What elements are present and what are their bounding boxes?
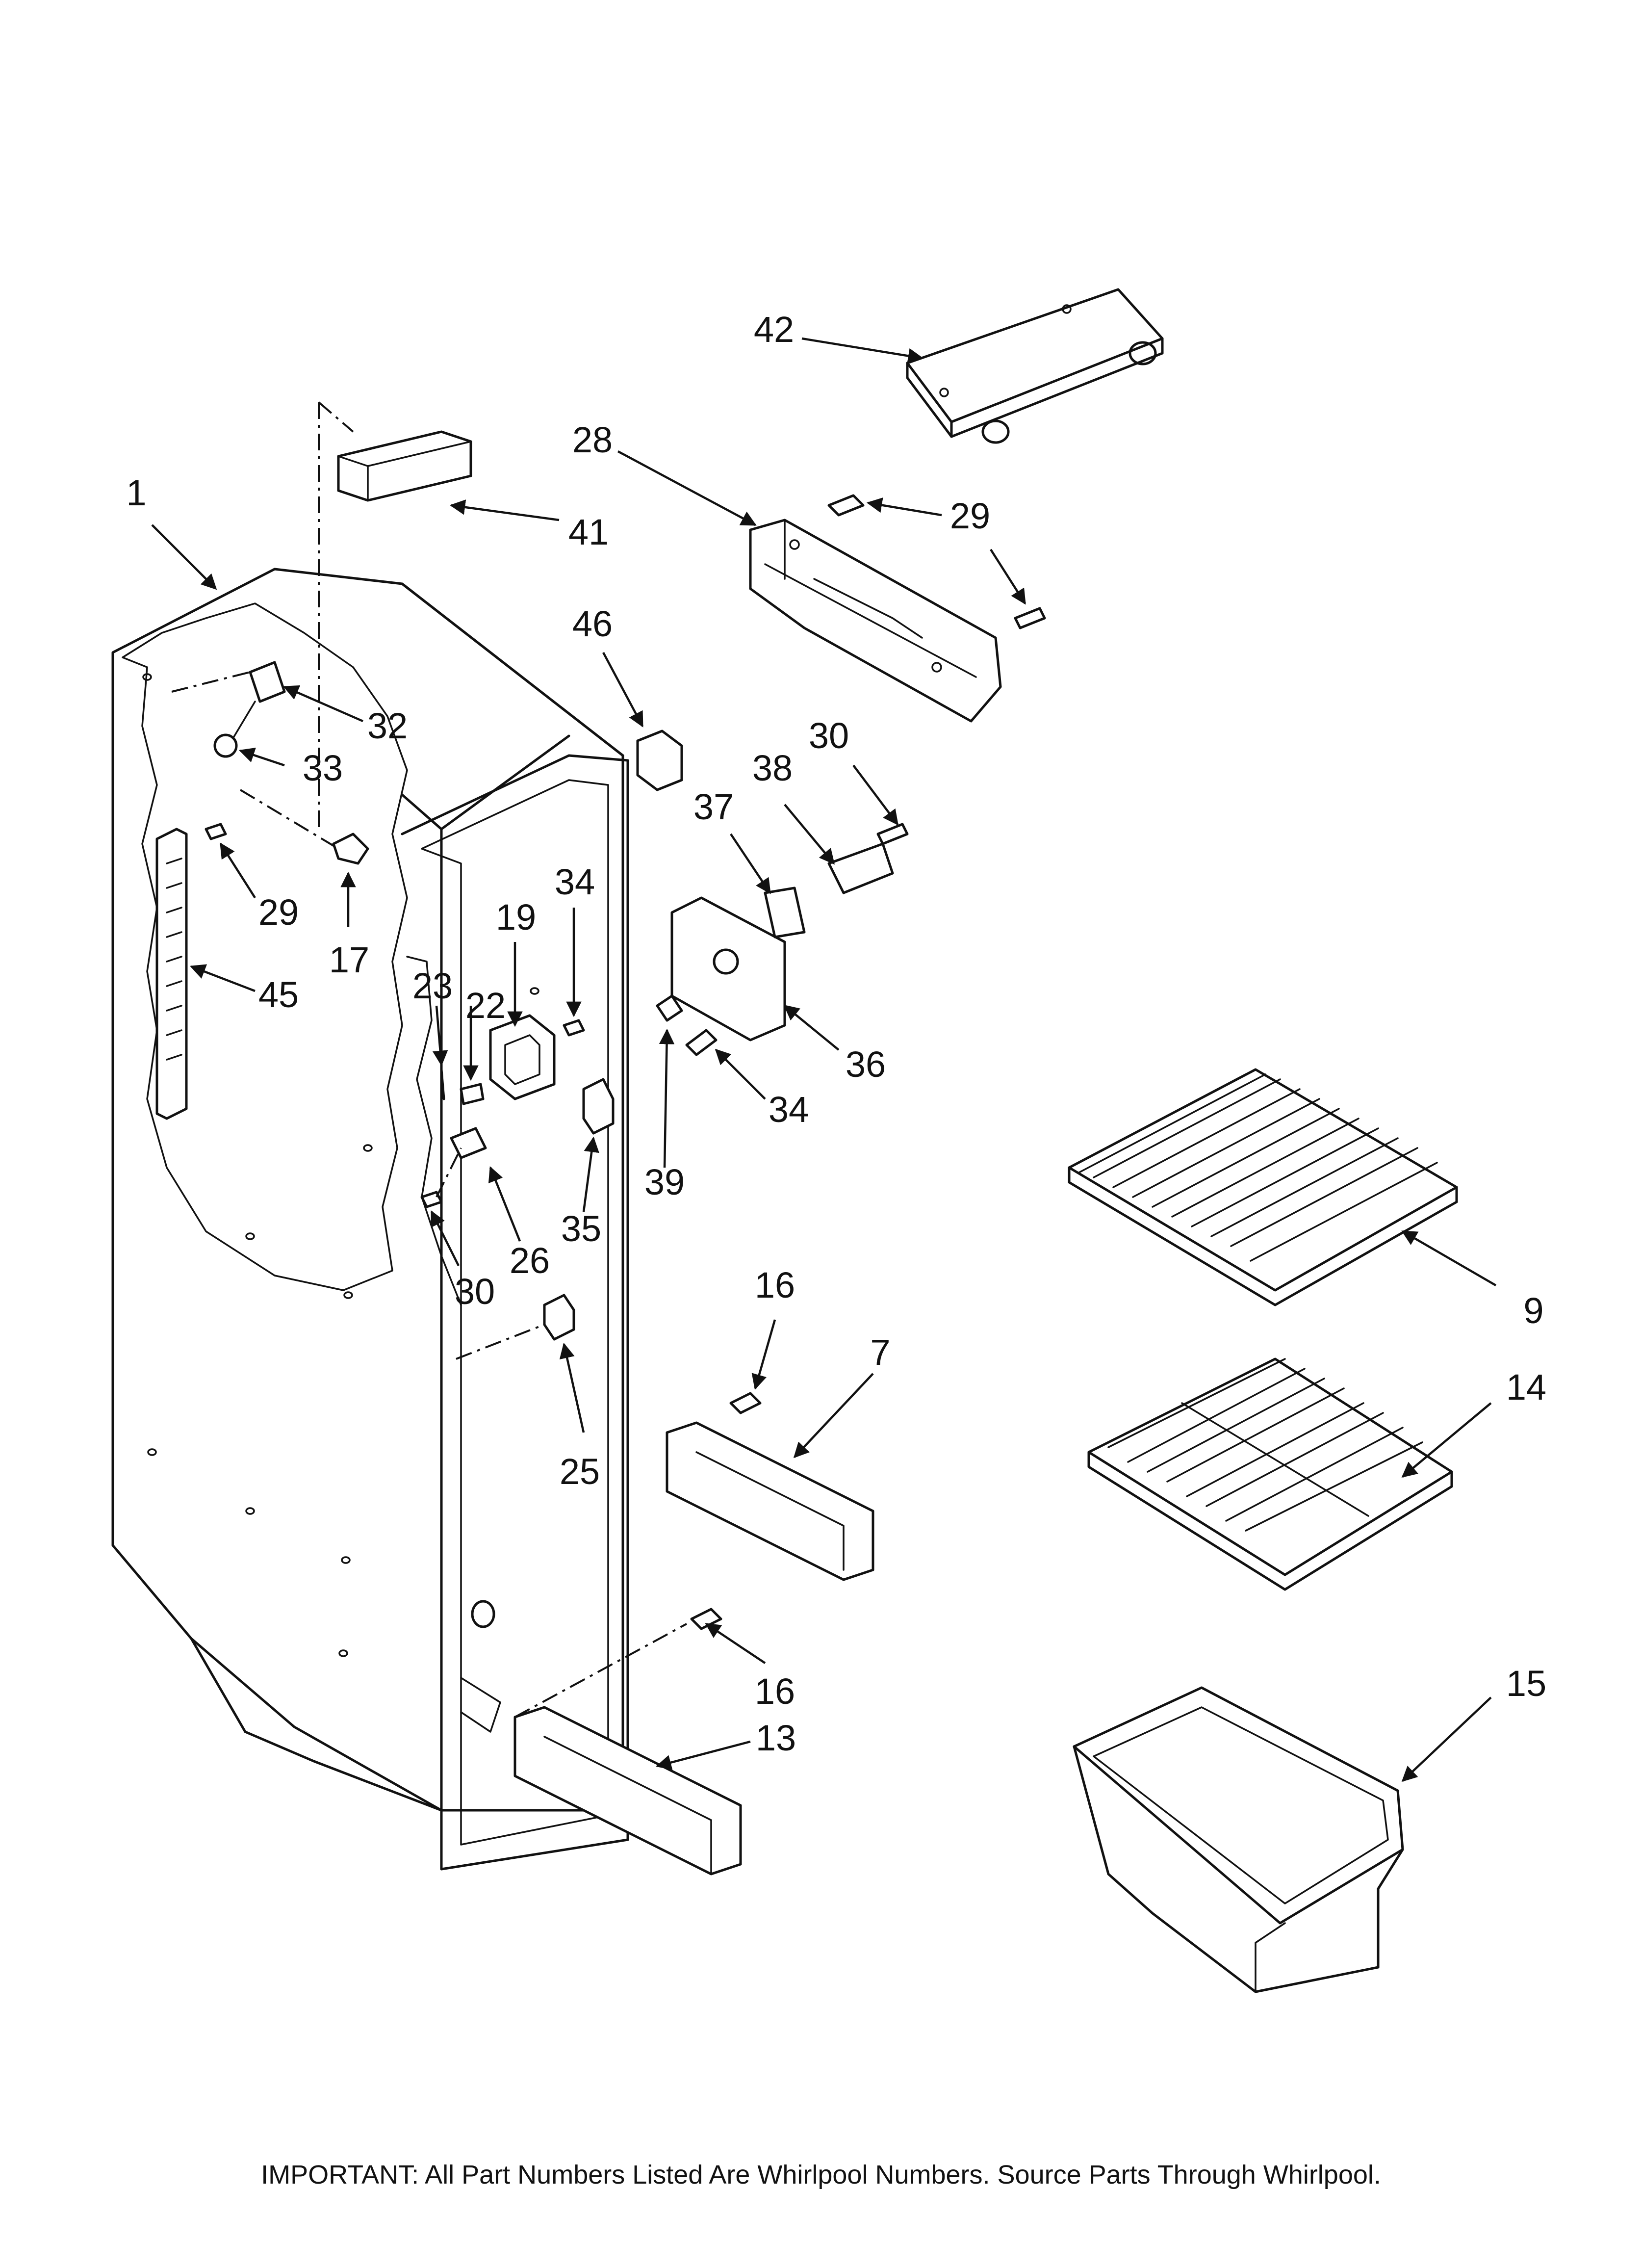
part-14-shelf bbox=[1087, 1357, 1453, 1591]
callout-28: 28 bbox=[572, 419, 613, 460]
callout-25: 25 bbox=[559, 1451, 600, 1492]
callout-41: 41 bbox=[568, 512, 609, 552]
callout-29-left: 29 bbox=[258, 892, 299, 933]
callout-33: 33 bbox=[302, 748, 343, 788]
callout-36: 36 bbox=[845, 1044, 886, 1085]
part-41-cover bbox=[318, 401, 472, 502]
callout-16-top: 16 bbox=[754, 1265, 795, 1305]
part-22-23-26 bbox=[420, 1068, 487, 1208]
part-17-clip bbox=[332, 833, 369, 865]
callout-23: 23 bbox=[412, 965, 453, 1006]
callout-34-bottom: 34 bbox=[768, 1089, 809, 1130]
callout-37: 37 bbox=[693, 786, 734, 827]
part-32-33-lamp bbox=[213, 661, 286, 758]
callout-22: 22 bbox=[465, 985, 506, 1026]
part-42-hinge bbox=[906, 288, 1164, 444]
part-7-rail bbox=[666, 1392, 874, 1581]
part-15-bin bbox=[1073, 1686, 1404, 1993]
part-9-shelf bbox=[1068, 1068, 1458, 1306]
callout-34-top: 34 bbox=[554, 861, 595, 902]
part-45-rail bbox=[155, 823, 227, 1120]
leader-lines bbox=[151, 337, 1497, 1782]
callout-30-bottom: 30 bbox=[454, 1271, 495, 1312]
callout-45: 45 bbox=[258, 974, 299, 1015]
callout-14: 14 bbox=[1506, 1367, 1547, 1408]
callout-29-top: 29 bbox=[949, 495, 991, 536]
part-29-screws bbox=[827, 494, 1046, 629]
callout-32: 32 bbox=[367, 705, 408, 746]
part-13-rail bbox=[513, 1608, 742, 1876]
callout-46: 46 bbox=[572, 603, 613, 644]
cabinet-liner bbox=[111, 568, 629, 1871]
callout-42: 42 bbox=[753, 309, 795, 350]
footer-notice: IMPORTANT: All Part Numbers Listed Are W… bbox=[261, 2160, 1381, 2190]
callout-30-top: 30 bbox=[808, 715, 849, 756]
callout-19: 19 bbox=[495, 897, 537, 938]
part-28-bracket bbox=[749, 519, 1002, 723]
callout-35: 35 bbox=[561, 1208, 602, 1249]
callout-17: 17 bbox=[329, 939, 370, 980]
part-19-control-box bbox=[489, 1014, 585, 1100]
callout-26: 26 bbox=[509, 1240, 550, 1281]
callout-7: 7 bbox=[870, 1332, 891, 1373]
part-35-clip bbox=[582, 1078, 615, 1135]
callout-1: 1 bbox=[126, 472, 147, 513]
part-36-housing bbox=[656, 823, 909, 1056]
callout-39: 39 bbox=[644, 1162, 685, 1202]
part-46-clip bbox=[636, 730, 683, 791]
callout-9: 9 bbox=[1523, 1290, 1544, 1331]
callout-15: 15 bbox=[1506, 1663, 1547, 1704]
callout-38: 38 bbox=[752, 748, 793, 788]
part-25-switch bbox=[456, 1294, 575, 1360]
callout-16-bottom: 16 bbox=[754, 1671, 795, 1712]
callout-13: 13 bbox=[755, 1718, 796, 1758]
